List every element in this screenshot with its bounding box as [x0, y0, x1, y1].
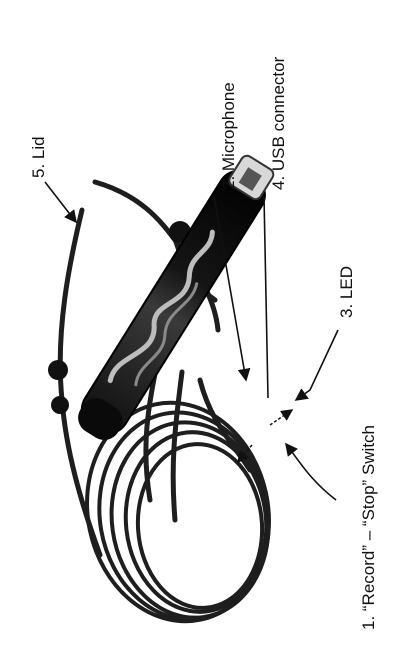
leader-led [296, 330, 338, 400]
label-led: 3. LED [337, 266, 356, 318]
leader-switch [286, 444, 336, 500]
leader-usb [264, 196, 268, 398]
label-microphone: 2. Microphone [219, 82, 238, 190]
label-record-stop-switch: 1. “Record” – “Stop” Switch [359, 425, 378, 630]
label-lid: 5. Lid [29, 136, 48, 178]
leader-lid [45, 182, 76, 222]
label-usb-connector: 4. USB connector [269, 56, 288, 190]
